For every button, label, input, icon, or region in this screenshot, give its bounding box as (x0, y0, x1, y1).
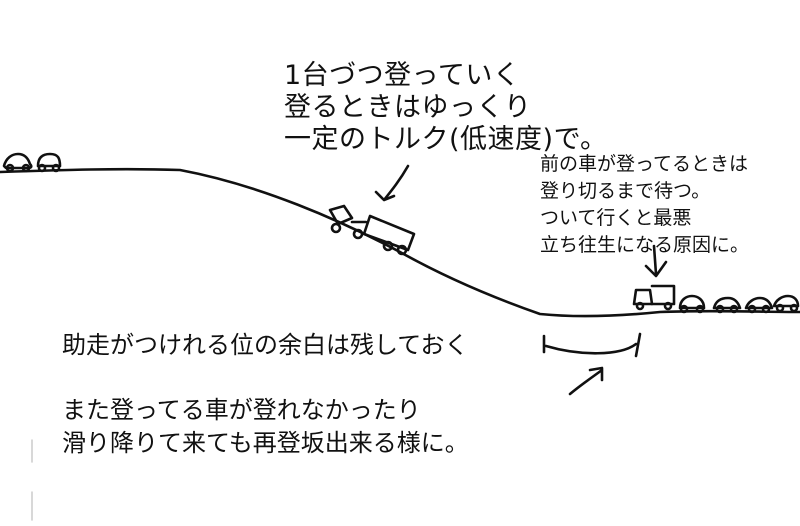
wait-note-line-1: 前の車が登ってるときは (540, 153, 749, 175)
wait-note-line-2: 登り切るまで待つ。 (540, 180, 711, 202)
car-waiting-icon-3 (744, 296, 774, 314)
arrow-to-truck-icon (374, 164, 410, 202)
truck-on-slope-icon (328, 204, 416, 256)
car-waiting-icon-2 (712, 296, 742, 314)
car-waiting-icon-4 (772, 294, 800, 313)
arrow-to-space-icon (568, 366, 604, 396)
climb-note-line-3: 一定のトルク(低速度)で。 (284, 124, 608, 155)
truck-waiting-icon (632, 284, 676, 311)
arrow-to-waiting-icon (644, 244, 668, 278)
reason-note-line-1: また登ってる車が登れなかったり (62, 396, 421, 424)
climb-note-line-1: 1台づつ登っていく (284, 60, 521, 91)
runup-space-note: 助走がつけれる位の余白は残しておく (62, 331, 469, 359)
runup-space-bracket (542, 332, 642, 358)
reason-note-line-2: 滑り降りて来ても再登坂出来る様に。 (62, 429, 469, 457)
wait-note-line-4: 立ち往生になる原因に。 (540, 234, 750, 256)
car-icon-top-1 (2, 152, 33, 173)
hill-slope-line (0, 167, 800, 318)
car-waiting-icon-1 (678, 294, 706, 314)
wait-note-line-3: ついて行くと最悪 (540, 207, 692, 229)
car-icon-top-2 (36, 152, 62, 173)
climb-note-line-2: 登るときはゆっくり (284, 92, 532, 123)
